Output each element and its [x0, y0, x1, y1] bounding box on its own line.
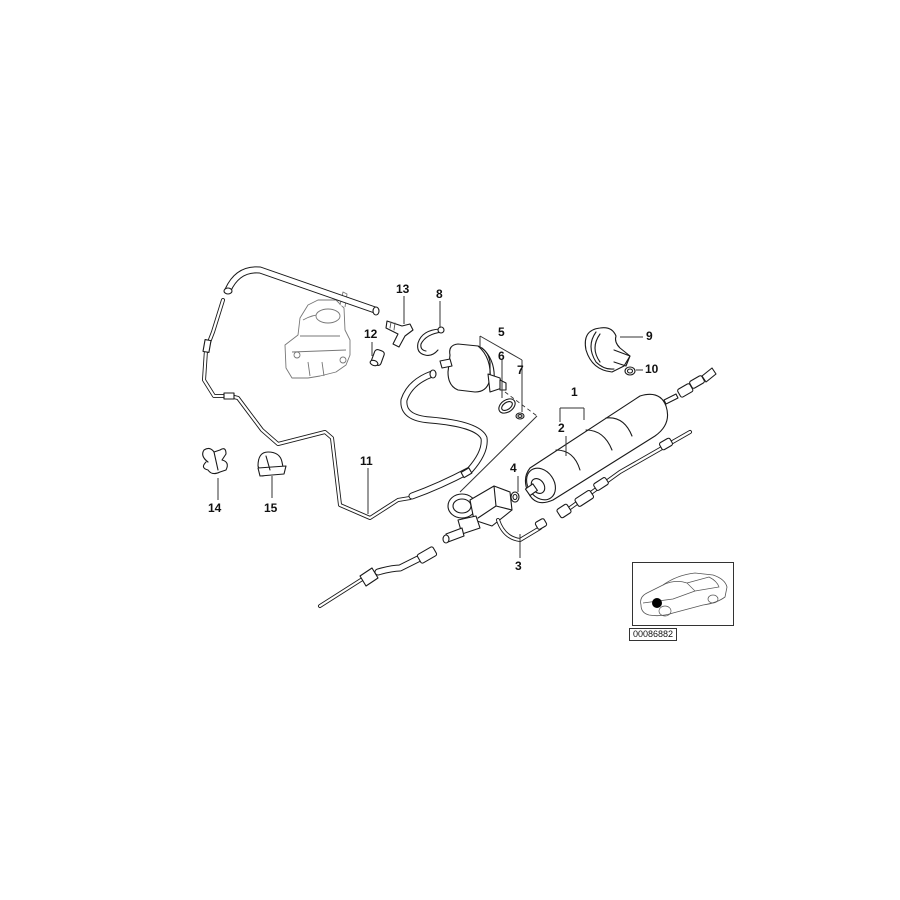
car-outline-icon	[640, 572, 728, 617]
upper-hose	[223, 266, 380, 316]
part-2-fuel-filter	[524, 393, 679, 504]
label-4: 4	[510, 461, 517, 475]
label-1: 1	[571, 385, 578, 399]
label-6: 6	[498, 349, 505, 363]
outlet-line-upper	[677, 367, 717, 398]
label-2: 2	[558, 421, 565, 435]
label-12: 12	[364, 327, 378, 341]
part-8-retaining-clip	[417, 326, 445, 356]
label-13: 13	[396, 282, 410, 296]
label-10: 10	[645, 362, 659, 376]
part-14-clip	[202, 447, 228, 475]
label-7: 7	[517, 363, 524, 377]
part-3-feed-pipe-block	[442, 485, 548, 544]
return-line	[556, 430, 692, 519]
part-12-hose-connector	[369, 349, 385, 367]
part-9-clamp	[584, 327, 631, 373]
vehicle-location-thumbnail	[632, 562, 734, 626]
part-13-elbow-connector	[385, 320, 414, 348]
regulator-hose	[400, 369, 488, 500]
throttle-housing-ghost	[284, 291, 351, 379]
part-15-holder	[257, 451, 287, 477]
part-5-pressure-regulator	[439, 343, 507, 393]
label-9: 9	[646, 329, 653, 343]
part-7-o-ring	[515, 412, 525, 420]
label-14: 14	[208, 501, 222, 515]
label-8: 8	[436, 287, 443, 301]
part-4-o-ring	[510, 491, 520, 503]
label-5: 5	[498, 325, 505, 339]
label-3: 3	[515, 559, 522, 573]
vacuum-line-11	[202, 298, 412, 520]
feed-line-lower	[318, 546, 438, 608]
diagram-image-id: 00086882	[629, 628, 678, 641]
leader-lines	[217, 296, 643, 558]
part-6-o-ring	[498, 398, 516, 414]
label-11: 11	[360, 454, 373, 468]
part-10-nut	[624, 366, 636, 376]
label-15: 15	[264, 501, 278, 515]
